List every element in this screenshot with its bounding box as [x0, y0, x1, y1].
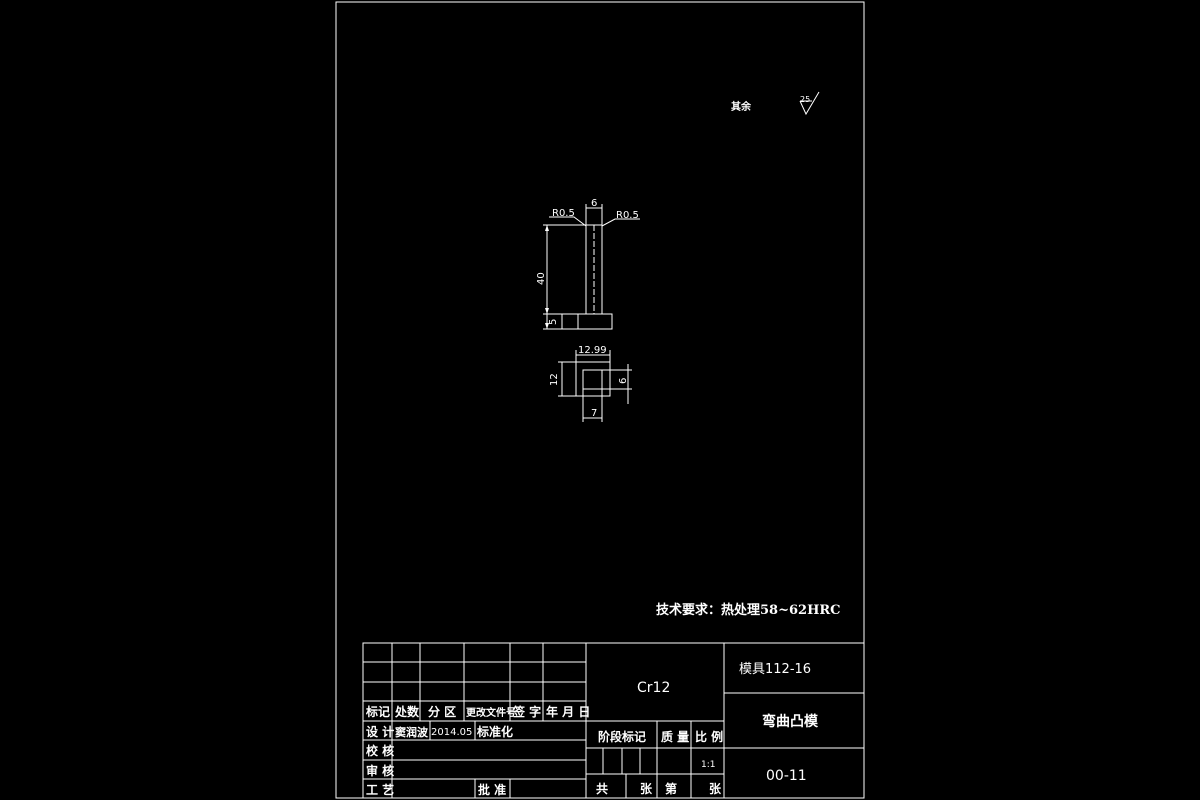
header-cell: 标记	[365, 704, 390, 719]
design-date: 2014.05	[431, 727, 472, 738]
design-label: 设 计	[366, 724, 394, 739]
dim-inner-w: 7	[591, 408, 597, 419]
header-cell: 分 区	[428, 704, 456, 719]
dim-depth-plan: 12	[549, 373, 560, 386]
material: Cr12	[637, 680, 670, 696]
sheets-unit-label: 张	[640, 781, 653, 796]
surface-note-label: 其余	[731, 100, 752, 113]
dim-r-right: R0.5	[616, 210, 639, 221]
weight-label: 质 量	[661, 729, 689, 744]
header-cell: 年 月 日	[546, 704, 590, 719]
process-label: 工 艺	[366, 782, 394, 797]
sheet-no-label: 第	[665, 781, 677, 796]
stage-label: 阶段标记	[598, 729, 646, 744]
designer-name: 窦润波	[395, 725, 429, 739]
sheet-unit-label: 张	[709, 781, 722, 796]
drawing-frame	[335, 1, 865, 799]
check-label: 校 核	[366, 743, 394, 758]
dim-width-top: 6	[591, 198, 597, 209]
approve-label: 批 准	[478, 782, 506, 797]
dim-r-left: R0.5	[552, 208, 575, 219]
review-label: 审 核	[366, 763, 394, 778]
roughness-value: 25	[800, 95, 810, 104]
header-row: 标记 处数 分 区 更改文件号 签 字 年 月 日	[365, 704, 590, 719]
dim-inner-h: 6	[618, 378, 629, 384]
roughness-symbol	[799, 91, 820, 116]
dim-width-plan: 12.99	[578, 345, 607, 356]
standard-label: 标准化	[476, 724, 513, 739]
header-cell: 签 字	[512, 704, 541, 719]
front-view	[543, 204, 640, 330]
scale-value: 1:1	[701, 760, 715, 770]
sheets-total-label: 共	[596, 781, 608, 796]
part-name: 弯曲凸模	[762, 713, 819, 730]
title-block	[362, 642, 865, 799]
scale-label: 比 例	[695, 729, 723, 744]
drawing-code: 模具112-16	[739, 662, 811, 677]
dim-height-base: 5	[548, 319, 559, 325]
drawing-number: 00-11	[766, 768, 807, 784]
header-cell: 处数	[394, 704, 420, 719]
dim-height-main: 40	[536, 272, 547, 285]
top-view	[558, 350, 632, 422]
header-cell: 更改文件号	[466, 706, 516, 719]
tech-requirement: 技术要求：热处理58~62HRC	[656, 602, 841, 618]
